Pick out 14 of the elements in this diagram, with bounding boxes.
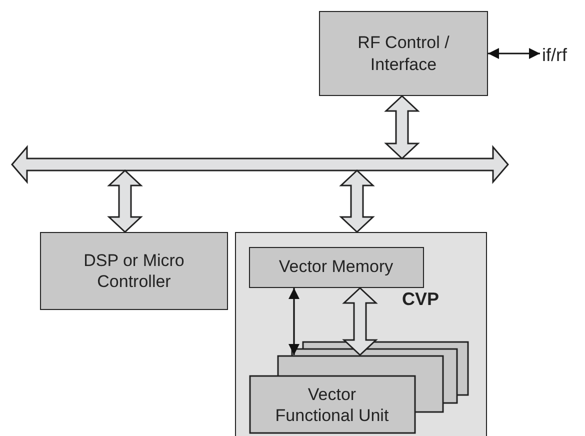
signal-label: if/rf xyxy=(542,42,585,68)
arrow xyxy=(288,288,300,355)
block-arrow xyxy=(107,169,143,234)
processor-container xyxy=(235,232,487,436)
block-arrow xyxy=(384,94,420,160)
arrow xyxy=(488,48,540,59)
block-arrow xyxy=(342,286,378,356)
system-bus xyxy=(12,147,508,182)
process-box: RF Control / Interface xyxy=(319,11,488,96)
container-title: CVP xyxy=(402,288,439,310)
unit-label: Vector Functional Unit xyxy=(274,384,390,427)
process-box: DSP or Micro Controller xyxy=(40,232,228,310)
block-arrow xyxy=(339,169,375,234)
memory-box: Vector Memory xyxy=(248,246,424,288)
